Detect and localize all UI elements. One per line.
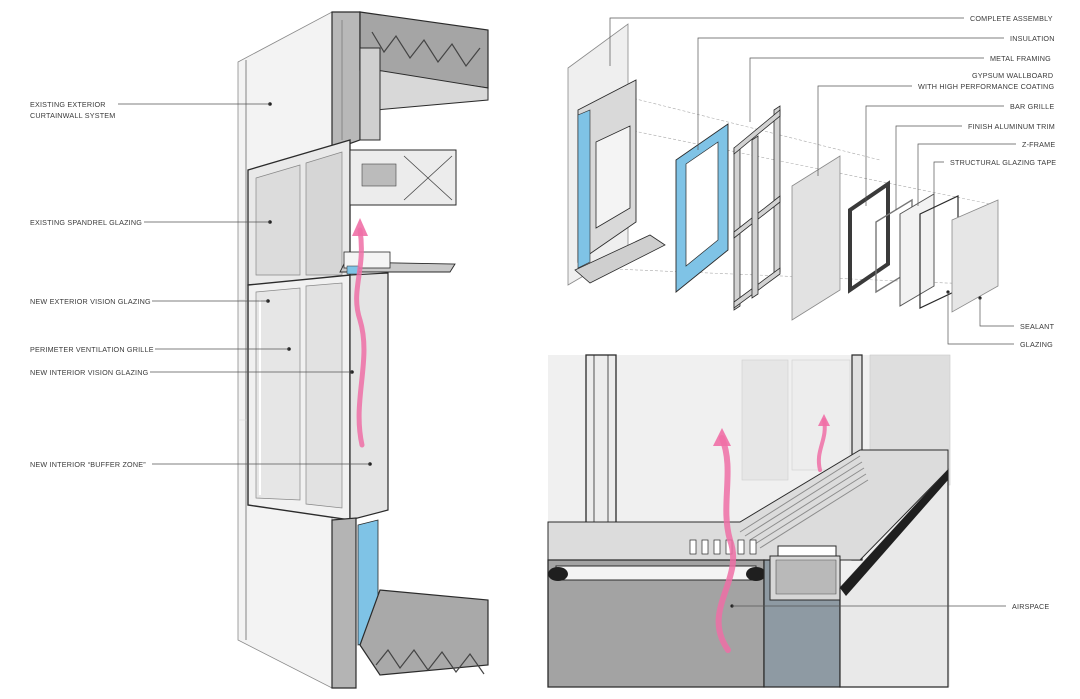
- interior-vision-glazing: [349, 272, 389, 521]
- bar-grille: [848, 180, 890, 294]
- label-z-frame: Z-FRAME: [1022, 140, 1055, 149]
- wall-section-perspective: [237, 11, 489, 689]
- interior-glazing-unit: [585, 354, 617, 541]
- metal-framing: [733, 105, 781, 311]
- label-finish-trim: FINISH ALUMINUM TRIM: [968, 122, 1055, 131]
- airflow-arrow: [354, 227, 367, 448]
- label-sealant: SEALANT: [1020, 322, 1055, 331]
- lower-slab-top: [359, 589, 489, 676]
- upper-slab-corrugation: [371, 31, 481, 68]
- section-callouts: EXISTING EXTERIOR CURTAINWALL SYSTEM EXI…: [30, 100, 370, 469]
- z-frame: [899, 193, 935, 307]
- glazing-panel: [951, 199, 999, 313]
- label-airspace: AIRSPACE: [1012, 602, 1049, 611]
- upper-slab-side: [331, 11, 361, 151]
- label-existing-curtainwall-2: CURTAINWALL SYSTEM: [30, 111, 115, 120]
- label-bar-grille: BAR GRILLE: [1010, 102, 1054, 111]
- label-spandrel-glazing: EXISTING SPANDREL GLAZING: [30, 218, 142, 227]
- label-insulation: INSULATION: [1010, 34, 1055, 43]
- sill-detail: [547, 354, 951, 688]
- label-glazing-tape: STRUCTURAL GLAZING TAPE: [950, 158, 1056, 167]
- label-glazing: GLAZING: [1020, 340, 1053, 349]
- label-complete-assembly: COMPLETE ASSEMBLY: [970, 14, 1053, 23]
- label-interior-vision-glazing: NEW INTERIOR VISION GLAZING: [30, 368, 149, 377]
- gypsum-wallboard: [791, 155, 841, 321]
- label-ventilation-grille: PERIMETER VENTILATION GRILLE: [30, 345, 154, 354]
- exploded-callouts: COMPLETE ASSEMBLY INSULATION METAL FRAMI…: [609, 14, 1056, 349]
- lower-slab-side: [331, 517, 357, 689]
- label-exterior-vision-glazing: NEW EXTERIOR VISION GLAZING: [30, 297, 151, 306]
- label-metal-framing: METAL FRAMING: [990, 54, 1051, 63]
- label-gypsum-wallboard-2: WITH HIGH PERFORMANCE COATING: [918, 82, 1054, 91]
- label-existing-curtainwall-1: EXISTING EXTERIOR: [30, 100, 106, 109]
- exploded-assembly: [567, 23, 999, 321]
- label-buffer-zone: NEW INTERIOR “BUFFER ZONE”: [30, 460, 146, 469]
- detail-callouts: AIRSPACE: [732, 602, 1049, 611]
- label-gypsum-wallboard-1: GYPSUM WALLBOARD: [972, 71, 1053, 80]
- airflow-arrow-main: [715, 435, 737, 653]
